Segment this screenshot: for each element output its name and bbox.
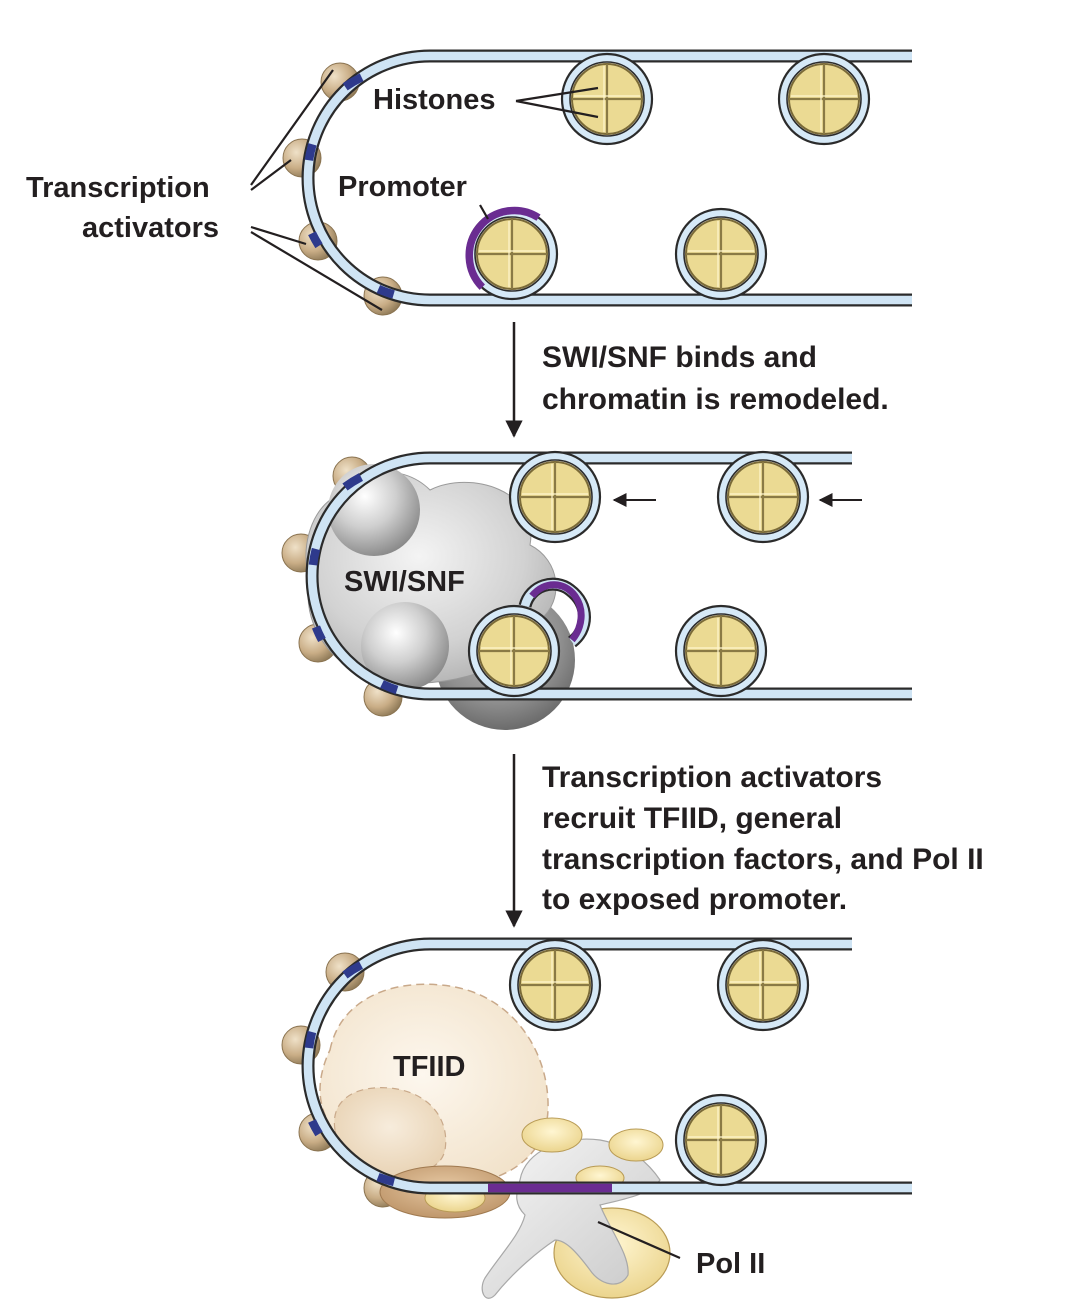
step-1: SWI/SNF binds and chromatin is remodeled… <box>505 322 889 438</box>
tfiid-label: TFIID <box>393 1051 466 1083</box>
promoter-label: Promoter <box>338 171 467 203</box>
histones-label: Histones <box>373 84 495 116</box>
histone <box>560 52 654 146</box>
label-pointers <box>250 69 599 311</box>
pol2-pointer <box>597 1220 681 1260</box>
swisnf-label: SWI/SNF <box>344 566 465 598</box>
step-2-line-2: recruit TFIID, general <box>542 802 842 835</box>
histone <box>674 604 768 698</box>
step-2-line-1: Transcription activators <box>542 761 882 794</box>
histone <box>508 450 602 544</box>
binding-sites <box>304 961 396 1187</box>
histone <box>674 207 768 301</box>
promoter-segment <box>465 206 541 290</box>
panel-3-preinitiation-complex: TFIID Pol II <box>281 937 912 1299</box>
step-2-line-3: transcription factors, and Pol II <box>542 843 984 876</box>
activators-label-line1: Transcription <box>26 172 210 204</box>
histone <box>674 1093 768 1187</box>
activators-label-line2: activators <box>82 212 219 244</box>
binding-sites <box>308 473 399 695</box>
histone <box>467 604 561 698</box>
histone <box>508 938 602 1032</box>
step-1-line-2: chromatin is remodeled. <box>542 383 889 416</box>
histone <box>716 938 810 1032</box>
panel-1-closed-chromatin: Histones Promoter Transcription activato… <box>26 49 912 316</box>
tfiid-complex <box>319 983 549 1186</box>
step-2-line-4: to exposed promoter. <box>542 883 847 916</box>
step-2: Transcription activators recruit TFIID, … <box>505 754 984 928</box>
panel-2-remodeling: SWI/SNF <box>281 450 912 730</box>
histone <box>777 52 871 146</box>
binding-sites <box>304 73 395 299</box>
histone <box>716 450 810 544</box>
step-1-line-1: SWI/SNF binds and <box>542 341 817 374</box>
pol2-label: Pol II <box>696 1248 765 1280</box>
